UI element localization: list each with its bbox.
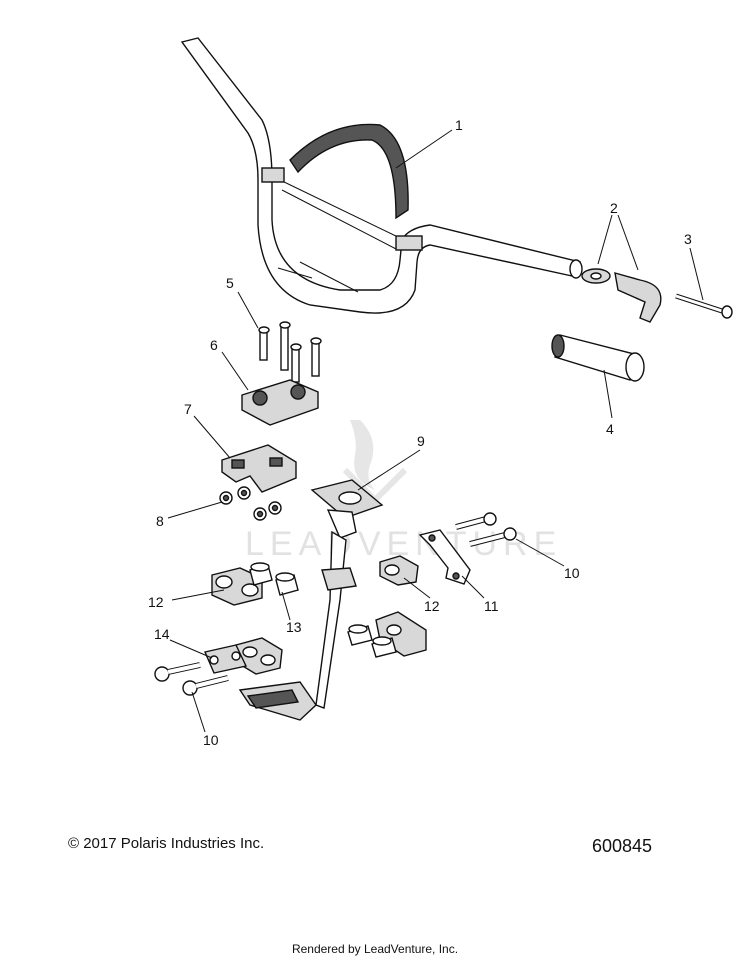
callout-10-right: 10: [564, 565, 580, 581]
lower-clamp: [221, 444, 297, 493]
callout-6: 6: [210, 337, 218, 353]
callout-4: 4: [606, 421, 614, 437]
callout-labels: 1 2 3 4 5 6 7 8 9 10 11 12 12 13 14 10: [148, 117, 692, 748]
callout-14: 14: [154, 626, 170, 642]
callout-9: 9: [417, 433, 425, 449]
nuts: [219, 486, 282, 521]
callout-13: 13: [286, 619, 302, 635]
callout-12-right: 12: [424, 598, 440, 614]
upper-clamp: [241, 379, 319, 426]
clamp-bolts: [258, 321, 322, 383]
bar-end: [581, 268, 662, 323]
callout-5: 5: [226, 275, 234, 291]
handlebar: [180, 37, 583, 314]
callout-1: 1: [455, 117, 463, 133]
watermark: LEADVENTURE: [245, 420, 556, 563]
callout-12-left: 12: [148, 594, 164, 610]
grip: [551, 334, 645, 382]
bracket: [418, 529, 471, 585]
rendered-by-footer: Rendered by LeadVenture, Inc.: [291, 942, 459, 956]
plate: [204, 644, 248, 674]
callout-3: 3: [684, 231, 692, 247]
leader-lines: [167, 129, 704, 733]
callout-8: 8: [156, 513, 164, 529]
mount-bolts-right: [455, 512, 517, 547]
mount-bolts-left: [154, 662, 229, 696]
bushings: [249, 562, 397, 658]
callout-2: 2: [610, 200, 618, 216]
drawing-number: 600845: [592, 836, 653, 856]
long-bolt: [675, 293, 733, 319]
callout-11: 11: [484, 598, 499, 614]
callout-10-left: 10: [203, 732, 219, 748]
callout-7: 7: [184, 401, 192, 417]
steering-post: [238, 479, 384, 721]
copyright-notice: © 2017 Polaris Industries Inc.: [68, 835, 265, 852]
pivot-clamps: [211, 555, 427, 675]
